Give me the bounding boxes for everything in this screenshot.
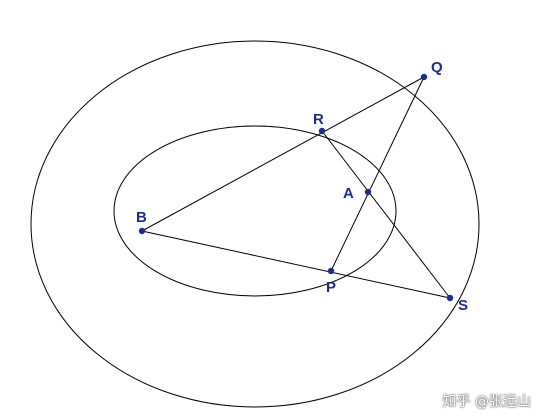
point-q: [420, 73, 428, 81]
label-p: P: [326, 279, 336, 296]
segment-rs: [321, 130, 451, 299]
label-r: R: [313, 111, 324, 128]
segment-bq: [141, 76, 425, 232]
segment-qp: [330, 76, 425, 272]
label-a: A: [343, 185, 354, 202]
label-q: Q: [431, 59, 443, 76]
point-a: [364, 188, 372, 196]
point-p: [327, 267, 335, 275]
point-r: [318, 127, 326, 135]
point-b: [138, 227, 146, 235]
point-s: [446, 294, 454, 302]
label-s: S: [458, 297, 468, 314]
label-b: B: [136, 209, 147, 226]
watermark: 知乎 @张远山: [442, 394, 531, 410]
outer-ellipse: [30, 40, 480, 408]
inner-ellipse: [113, 125, 397, 297]
segment-bs: [141, 230, 451, 299]
